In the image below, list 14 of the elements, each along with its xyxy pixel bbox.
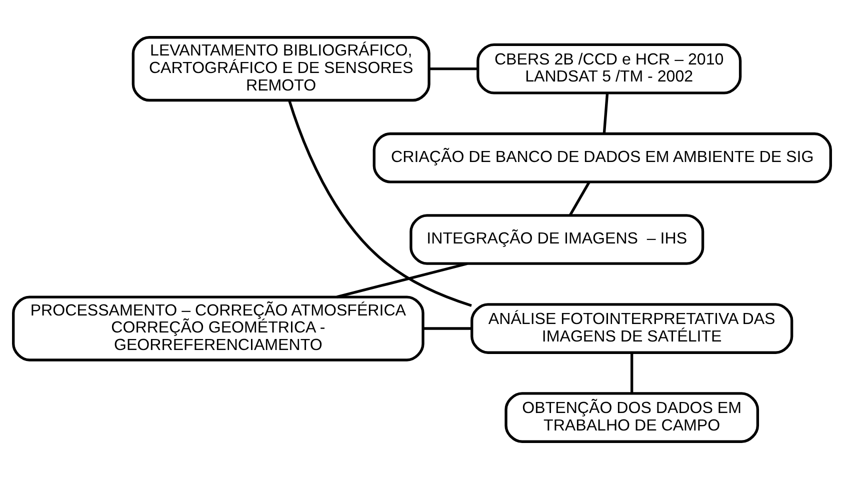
node-box: LEVANTAMENTO BIBLIOGRÁFICO, CARTOGRÁFICO E DE SENSORES REMOTO — [132, 36, 430, 102]
connector — [288, 99, 472, 306]
connector — [423, 326, 472, 330]
node-box: OBTENÇÃO DOS DADOS EM TRABALHO DE CAMPO — [504, 392, 760, 442]
node-box: CRIAÇÃO DE BANCO DE DADOS EM AMBIENTE DE SIG — [372, 132, 832, 183]
node-box: PROCESSAMENTO – CORREÇÃO ATMOSFÉRICA CORREÇÃO GEOMÉTRICA - GEORREFERENCIAMENTO — [12, 295, 424, 361]
connector — [630, 352, 634, 392]
connector — [336, 262, 468, 298]
node-box: INTEGRAÇÃO DE IMAGENS – IHS — [410, 214, 704, 264]
node-box: CBERS 2B /CCD e HCR – 2010 LANDSAT 5 /TM - 2002 — [476, 42, 742, 94]
connector — [429, 66, 478, 70]
connector — [569, 180, 590, 216]
connector — [602, 92, 609, 133]
node-box: ANÁLISE FOTOINTERPRETATIVA DAS IMAGENS DE SATÉLITE — [470, 302, 794, 354]
